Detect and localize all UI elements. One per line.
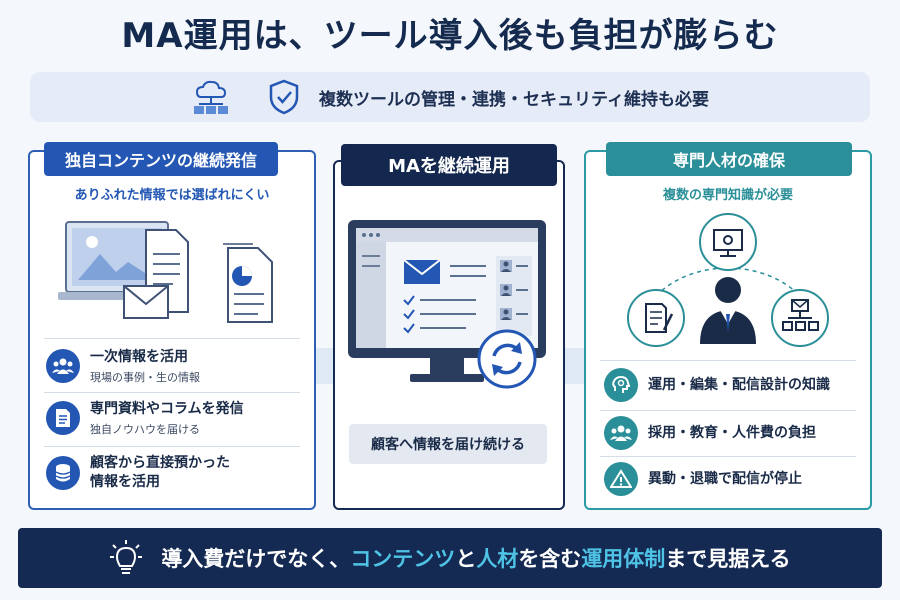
highlight-operation-structure: 運用体制 [581,547,666,571]
talent-panel-tag: 専門人材の確保 [606,142,852,176]
page-title: MA運用は、ツール導入後も負担が膨らむ [121,16,779,56]
connector-left [314,348,336,384]
highlight-content: コンテンツ [350,547,456,571]
conclusion-part: 導入費だけでなく、 [161,547,351,571]
list-item: 運用・編集・配信設計の知識 [604,368,830,402]
shield-check-icon [267,78,301,116]
content-panel [28,150,316,510]
ma-operation-tag: MAを継続運用 [341,144,557,186]
item-title: 異動・退職で配信が停止 [648,470,802,487]
brain-icon [604,368,638,402]
item-title: 運用・編集・配信設計の知識 [648,376,830,393]
list-item: 異動・退職で配信が停止 [604,462,802,496]
item-subtitle: 現場の事例・生の情報 [90,370,200,384]
team-icon [604,416,638,450]
list-item: 専門資料やコラムを発信 独自ノウハウを届ける [46,400,244,437]
divider [600,410,856,411]
conclusion-banner: 導入費だけでなく、コンテンツと人材を含む運用体制まで見据える [18,528,882,588]
people-icon [46,349,80,384]
divider [600,456,856,457]
conclusion-part: を含む [518,547,582,571]
laptop-documents-illustration [58,214,288,326]
list-item: 採用・教育・人件費の負担 [604,416,816,450]
conclusion-part: まで見据える [665,547,791,571]
item-title-line2: 情報を活用 [90,473,160,490]
connector-right [563,348,587,384]
divider [44,392,300,393]
database-icon [46,455,80,490]
conclusion-part: と [455,547,477,571]
conclusion-text: 導入費だけでなく、コンテンツと人材を含む運用体制まで見据える [161,543,790,573]
content-panel-tag: 独自コンテンツの継続発信 [44,142,278,176]
subtitle-bar: 複数ツールの管理・連携・セキュリティ維持も必要 [30,72,870,122]
ma-operation-caption: 顧客へ情報を届け続ける [349,424,547,464]
expert-network-illustration [616,206,840,352]
item-title: 顧客から直接預かった [90,455,230,471]
cloud-network-icon [191,77,249,117]
subtitle-text: 複数ツールの管理・連携・セキュリティ維持も必要 [319,89,709,110]
divider [44,338,300,339]
lightbulb-icon [109,539,143,577]
talent-panel-caption: 複数の専門知識が必要 [662,188,793,203]
sync-icon [476,328,538,390]
divider [44,446,300,447]
monitor-illustration [346,218,552,388]
list-item: 一次情報を活用 現場の事例・生の情報 [46,348,200,385]
warning-icon [604,462,638,496]
content-panel-caption: ありふれた情報では選ばれにくい [74,188,270,203]
document-icon [46,401,80,436]
highlight-talent: 人材 [476,547,519,571]
divider [600,360,856,361]
item-title: 採用・教育・人件費の負担 [648,424,816,441]
item-title: 専門資料やコラムを発信 [90,401,244,417]
item-title: 一次情報を活用 [90,349,188,365]
item-subtitle: 独自ノウハウを届ける [90,422,200,436]
list-item: 顧客から直接預かった 情報を活用 [46,454,230,492]
